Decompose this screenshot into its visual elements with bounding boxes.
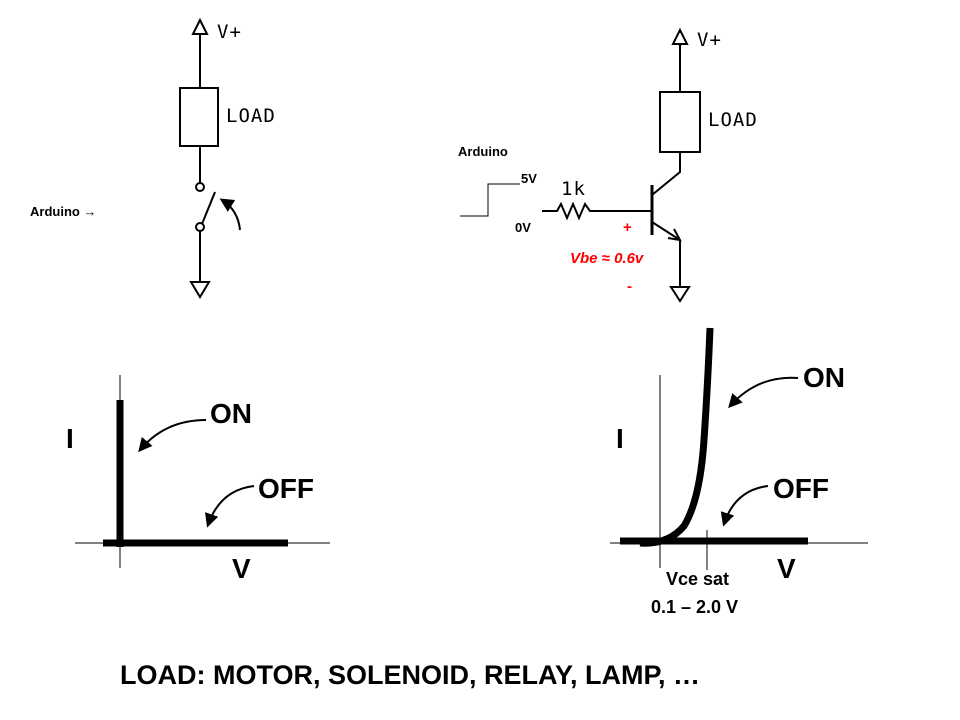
arduino-label: Arduino xyxy=(458,144,508,159)
switch-circuit: V+ LOAD Arduino → xyxy=(30,17,276,299)
left-off-label: OFF xyxy=(258,473,314,504)
vbe-minus: - xyxy=(627,278,632,295)
left-graph-x-label: V xyxy=(232,553,251,584)
low-level-label: 0V xyxy=(515,220,531,235)
left-arduino-label: Arduino → xyxy=(30,204,96,219)
left-graph-y-label: I xyxy=(66,423,74,454)
left-load-label: LOAD xyxy=(226,105,276,127)
left-load-box xyxy=(179,87,219,147)
left-ground-symbol xyxy=(189,281,211,299)
right-on-label: ON xyxy=(803,362,845,393)
left-on-pointer xyxy=(138,419,207,453)
right-ground-symbol xyxy=(669,286,691,303)
left-supply-label: V+ xyxy=(217,21,242,43)
base-resistor xyxy=(542,201,652,221)
right-graph-x-label: V xyxy=(777,553,796,584)
left-supply-arrow xyxy=(191,17,209,88)
load-examples-caption: LOAD: MOTOR, SOLENOID, RELAY, LAMP, … xyxy=(120,660,700,690)
right-load-box xyxy=(659,91,701,153)
right-off-pointer xyxy=(720,485,769,527)
vce-sat-range: 0.1 – 2.0 V xyxy=(651,597,738,617)
switch-blade xyxy=(201,191,216,225)
transistor-iv-graph: I V ON OFF Vce sat 0.1 – 2.0 V xyxy=(610,327,868,617)
switch-top-contact xyxy=(195,182,205,192)
high-level-label: 5V xyxy=(521,171,537,186)
right-on-curve xyxy=(639,327,714,547)
vbe-plus: + xyxy=(623,219,632,236)
vce-sat-label: Vce sat xyxy=(666,569,729,589)
switch-iv-graph: I V ON OFF xyxy=(66,375,330,584)
right-load-label: LOAD xyxy=(708,109,758,131)
left-on-label: ON xyxy=(210,398,252,429)
transistor-emitter xyxy=(651,221,681,241)
input-step-waveform xyxy=(460,183,520,217)
resistor-label: 1k xyxy=(561,178,586,200)
transistor-circuit: V+ LOAD 1k Arduino 5V 0V + Vbe ≈ 0.6v - xyxy=(458,27,758,303)
vbe-label: Vbe ≈ 0.6v xyxy=(570,250,645,267)
right-supply-label: V+ xyxy=(697,29,722,51)
right-graph-y-label: I xyxy=(616,423,624,454)
right-on-pointer xyxy=(728,376,799,409)
left-off-pointer xyxy=(205,485,255,528)
switch-action-arrow xyxy=(219,198,241,231)
right-supply-arrow xyxy=(671,27,689,92)
right-off-label: OFF xyxy=(773,473,829,504)
